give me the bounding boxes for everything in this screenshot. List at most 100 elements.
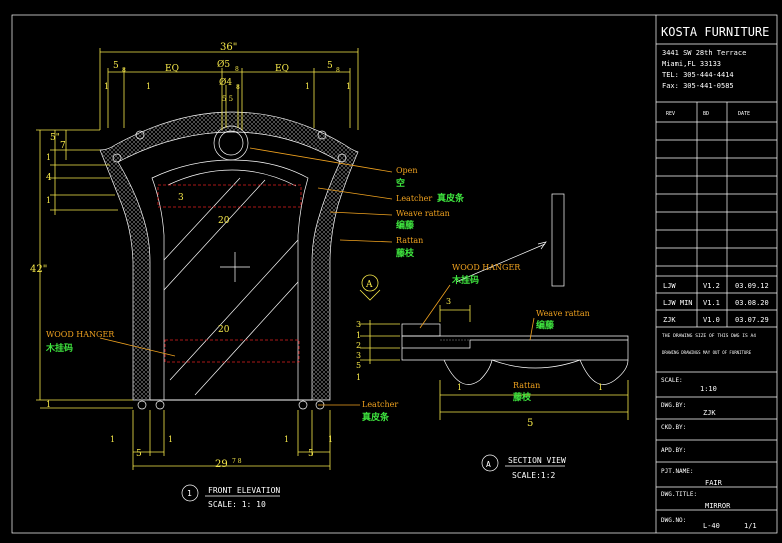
dim-frac-1-c: 1	[305, 82, 310, 91]
weave-rattan-band	[100, 112, 358, 400]
project-label: PJT.NAME:	[661, 468, 694, 475]
rattan-arc-left	[443, 359, 493, 385]
title-label: DWG.TITLE:	[661, 491, 697, 498]
leader-open	[249, 147, 393, 173]
sec-dim-left-1: 1	[356, 331, 361, 340]
dim-top-5-right-frac: 8	[336, 67, 340, 74]
sheet-border	[11, 14, 778, 534]
dim-bottom-width-frac: 7 8	[232, 458, 242, 465]
rev-header-rev: REV	[666, 111, 675, 117]
dim-circle-4-frac: 8	[236, 84, 240, 91]
rattan-arc-right	[579, 359, 629, 385]
section-slat	[551, 193, 565, 287]
dim-eq-left: EQ	[165, 64, 179, 74]
hanger-bottom-dashed	[164, 339, 300, 363]
dim-frac-1-b: 1	[146, 82, 151, 91]
section-inner-line	[402, 339, 628, 349]
note-line-2: DRAWING DRAWINGS MAY OUT OF FURNITURE	[662, 350, 752, 355]
drawn-by-label: DWG.BY:	[661, 402, 686, 409]
dim-height-42: 42"	[30, 264, 47, 275]
label-open-cn: 空	[396, 177, 405, 189]
rev-row-2-by: LJW MIN	[663, 299, 693, 307]
top-medallion-inner	[218, 130, 244, 156]
sec-label-weave-cn: 编藤	[536, 319, 555, 331]
front-elevation-scale: SCALE: 1: 10	[208, 500, 266, 509]
company-address-1: 3441 SW 28th Terrace	[662, 49, 746, 57]
dim-inner-20-top: 20	[218, 216, 230, 226]
label-rattan-en: Rattan	[396, 236, 423, 245]
company-tel: TEL: 305-444-4414	[662, 71, 734, 79]
dim-left-7: 7	[60, 141, 66, 151]
dim-bottom-1-d: 1	[328, 435, 333, 444]
sec-dim-left-1b: 1	[356, 373, 361, 382]
dim-bottom-5-left: 5	[136, 449, 142, 459]
sec-dim-1-left: 1	[457, 383, 462, 392]
section-view: 3 3 1 2 3 5 1 1 1 5 WOOD HANGER 木挂码 Weav…	[356, 193, 629, 480]
leader-weave	[329, 211, 393, 216]
rev-row-1-date: 03.09.12	[735, 282, 769, 290]
section-marker-arrow	[359, 289, 381, 301]
dim-overall-width: 36"	[220, 42, 237, 53]
mirror-glass	[151, 159, 309, 401]
company-address-2: Miami,FL 33133	[662, 60, 721, 68]
wood-hanger-top	[401, 323, 441, 337]
label-leatcher-cn: 真皮条	[437, 192, 465, 204]
rev-header-bd: BD	[703, 111, 709, 117]
sec-label-rattan-en: Rattan	[513, 381, 540, 390]
label-leatcher-bottom-cn: 真皮条	[362, 411, 390, 423]
section-view-scale: SCALE:1:2	[512, 471, 556, 480]
dim-circle-5: Ø5	[217, 59, 230, 70]
sec-dim-left-3b: 3	[356, 351, 361, 360]
company-name: KOSTA FURNITURE	[661, 25, 769, 39]
section-view-letter: A	[486, 460, 491, 469]
rev-row-1-by: LJW	[663, 282, 676, 290]
section-view-callout	[481, 454, 499, 472]
label-open-en: Open	[396, 166, 418, 175]
label-leatcher-bottom-en: Leatcher	[362, 400, 398, 409]
dim-left-4: 4	[46, 173, 52, 183]
glass-reflection-lines	[163, 177, 299, 396]
checked-by-label: CKD.BY:	[661, 424, 686, 431]
dim-left-1b: 1	[46, 196, 51, 205]
dim-top-5-left: 5	[113, 61, 119, 71]
rev-row-2-rev: V1.1	[703, 299, 720, 307]
dim-inner-3: 3	[178, 193, 184, 203]
sec-dim-left-5: 5	[356, 361, 361, 370]
center-crosshair	[220, 252, 250, 282]
scale-value: 1:10	[700, 385, 717, 393]
mirror-inner-frame	[117, 131, 341, 401]
section-marker-circle	[361, 274, 379, 292]
sec-dim-left-2: 2	[356, 341, 361, 350]
dim-eq-right: EQ	[275, 64, 289, 74]
label-leatcher-en: Leatcher	[396, 194, 432, 203]
sec-dim-1-right: 1	[598, 383, 603, 392]
sec-label-wood-hanger-en: WOOD HANGER	[452, 263, 521, 272]
sec-leader-wood-hanger	[419, 284, 451, 329]
sheet-number: 1/1	[744, 522, 757, 530]
dim-bottom-1-a: 1	[110, 435, 115, 444]
dim-circle-5-frac: 8	[235, 66, 239, 73]
dim-left-1a: 1	[46, 153, 51, 162]
front-elevation-callout	[181, 484, 199, 502]
mirror-inner-top	[167, 169, 297, 187]
top-medallion-outer	[213, 125, 249, 161]
label-rattan-cn: 藤枝	[396, 247, 415, 259]
company-fax: Fax: 305-441-0585	[662, 82, 734, 90]
drawn-by-value: ZJK	[703, 409, 716, 417]
dim-circle-4: Ø4	[219, 77, 232, 88]
dim-bottom-5-right: 5	[308, 449, 314, 459]
dim-inner-20-bottom: 20	[218, 325, 230, 335]
title-block: KOSTA FURNITURE 3441 SW 28th Terrace Mia…	[656, 25, 777, 530]
sec-dim-top-3: 3	[446, 297, 451, 306]
sec-label-weave-en: Weave rattan	[536, 309, 590, 318]
rev-row-3-date: 03.07.29	[735, 316, 769, 324]
leader-leatcher	[317, 187, 393, 200]
label-wood-hanger-cn: 木挂码	[45, 342, 73, 354]
dim-small-5-5: 5 5	[222, 95, 233, 103]
sec-label-rattan-cn: 藤枝	[513, 391, 532, 403]
rev-row-3-rev: V1.0	[703, 316, 720, 324]
dim-top-5-left-frac: 8	[122, 67, 126, 74]
middle-callouts: Open 空 Leatcher 真皮条 Weave rattan 编藤 Ratt…	[249, 147, 465, 301]
scale-label: SCALE:	[661, 377, 683, 384]
